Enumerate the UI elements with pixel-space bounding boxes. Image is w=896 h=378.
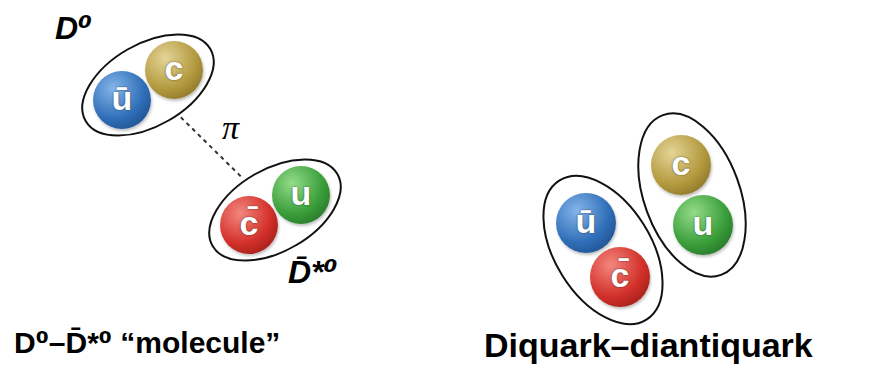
quark-ball: u bbox=[272, 166, 330, 224]
quark-ball: c̄ bbox=[590, 247, 650, 307]
quark-symbol: c̄ bbox=[611, 257, 630, 294]
quark-ball: ū bbox=[556, 193, 616, 253]
hadron-ellipse: D⁰ūc bbox=[72, 9, 224, 161]
hadron-ellipse: D̄*⁰c̄u bbox=[199, 134, 351, 286]
quark-symbol: c bbox=[165, 50, 184, 87]
quark-symbol: u bbox=[291, 175, 312, 212]
meson-label: D̄*⁰ bbox=[288, 254, 338, 291]
exchange-label: π bbox=[222, 111, 239, 145]
caption-text: Diquark–diantiquark bbox=[484, 326, 813, 365]
meson-label: D⁰ bbox=[55, 10, 92, 47]
quark-ball: ū bbox=[93, 71, 151, 129]
quark-ball: c bbox=[651, 135, 711, 195]
quark-ball: c bbox=[145, 41, 203, 99]
ellipse-outline bbox=[72, 9, 224, 161]
ellipse-outline bbox=[603, 106, 781, 284]
quark-symbol: ū bbox=[112, 80, 133, 117]
quark-ball: u bbox=[673, 195, 733, 255]
quark-symbol: u bbox=[693, 205, 714, 242]
quark-symbol: c bbox=[672, 145, 691, 182]
ellipse-outline bbox=[618, 99, 766, 292]
hadron-ellipse: cu bbox=[603, 106, 781, 284]
quark-symbol: c̄ bbox=[240, 205, 259, 242]
quark-ball: c̄ bbox=[220, 196, 278, 254]
caption-text: D⁰–D̄*⁰ “molecule” bbox=[14, 326, 280, 361]
quark-symbol: ū bbox=[576, 203, 597, 240]
